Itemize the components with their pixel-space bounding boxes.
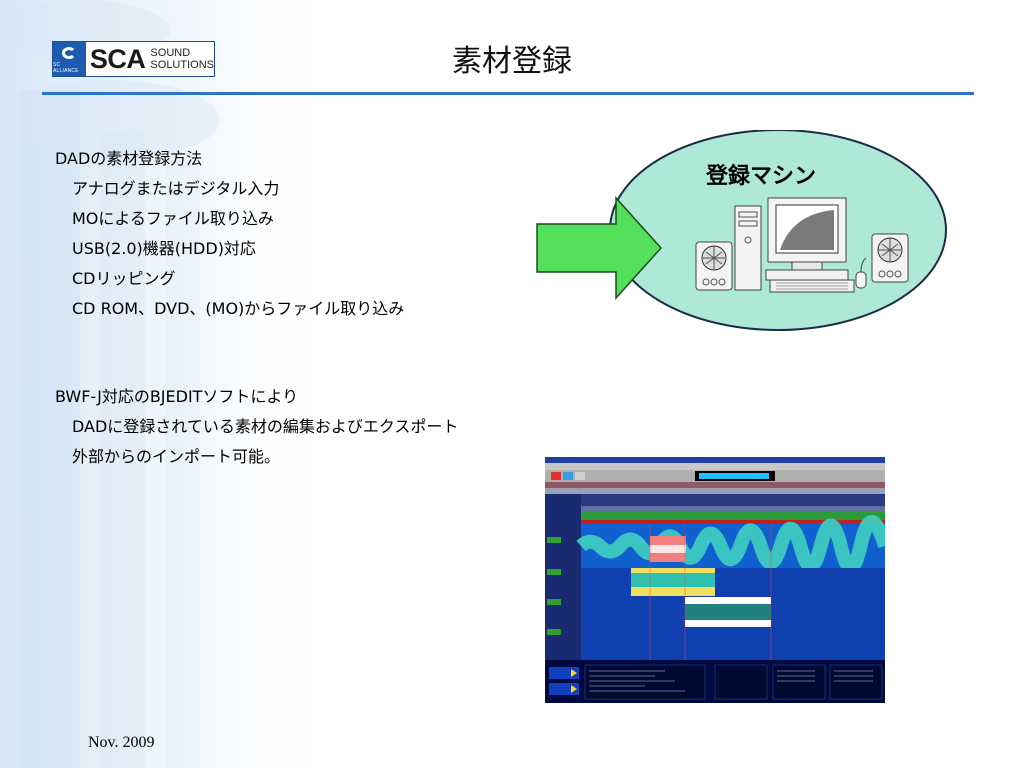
keyboard-icon [769,279,855,293]
title-rule [42,92,974,95]
registration-methods-block: DADの素材登録方法 アナログまたはデジタル入力 MOによるファイル取り込み U… [55,144,404,324]
logo-sub: SC ALLIANCE [53,61,79,74]
footer-date: Nov. 2009 [88,734,155,751]
registration-heading: DADの素材登録方法 [55,149,203,168]
bjedit-block: BWF-J対応のBJEDITソフトにより DADに登録されている素材の編集および… [55,382,458,472]
logo-words: SOUND SOLUTIONS [150,42,214,76]
monitor-icon [765,197,849,281]
logo-mark: SC ALLIANCE [53,42,86,76]
swirl-icon [62,46,77,59]
bjedit-item: 外部からのインポート可能。 [72,447,281,466]
bjedit-heading: BWF-J対応のBJEDITソフトにより [55,387,299,406]
method-item: USB(2.0)機器(HDD)対応 [72,239,256,258]
machine-label: 登録マシン [706,164,817,189]
sca-logo: SC ALLIANCE SCA SOUND SOLUTIONS [52,41,215,77]
slide-title: 素材登録 [452,44,572,79]
logo-brand: SCA [89,44,146,74]
logo-word-sound: SOUND [150,47,191,59]
right-speaker-icon [871,233,909,283]
method-item: アナログまたはデジタル入力 [72,179,280,198]
left-speaker-icon [695,241,733,291]
registration-machine-diagram [536,130,947,331]
logo-word-solutions: SOLUTIONS [150,59,214,71]
method-item: MOによるファイル取り込み [72,209,274,228]
method-item: CDリッピング [72,269,176,288]
method-item: CD ROM、DVD、(MO)からファイル取り込み [72,299,405,318]
bjedit-item: DADに登録されている素材の編集およびエクスポート [72,417,459,436]
bjedit-screenshot-image [545,457,885,703]
mouse-icon [855,257,867,289]
tower-pc-icon [734,205,762,291]
input-arrow [536,196,663,300]
